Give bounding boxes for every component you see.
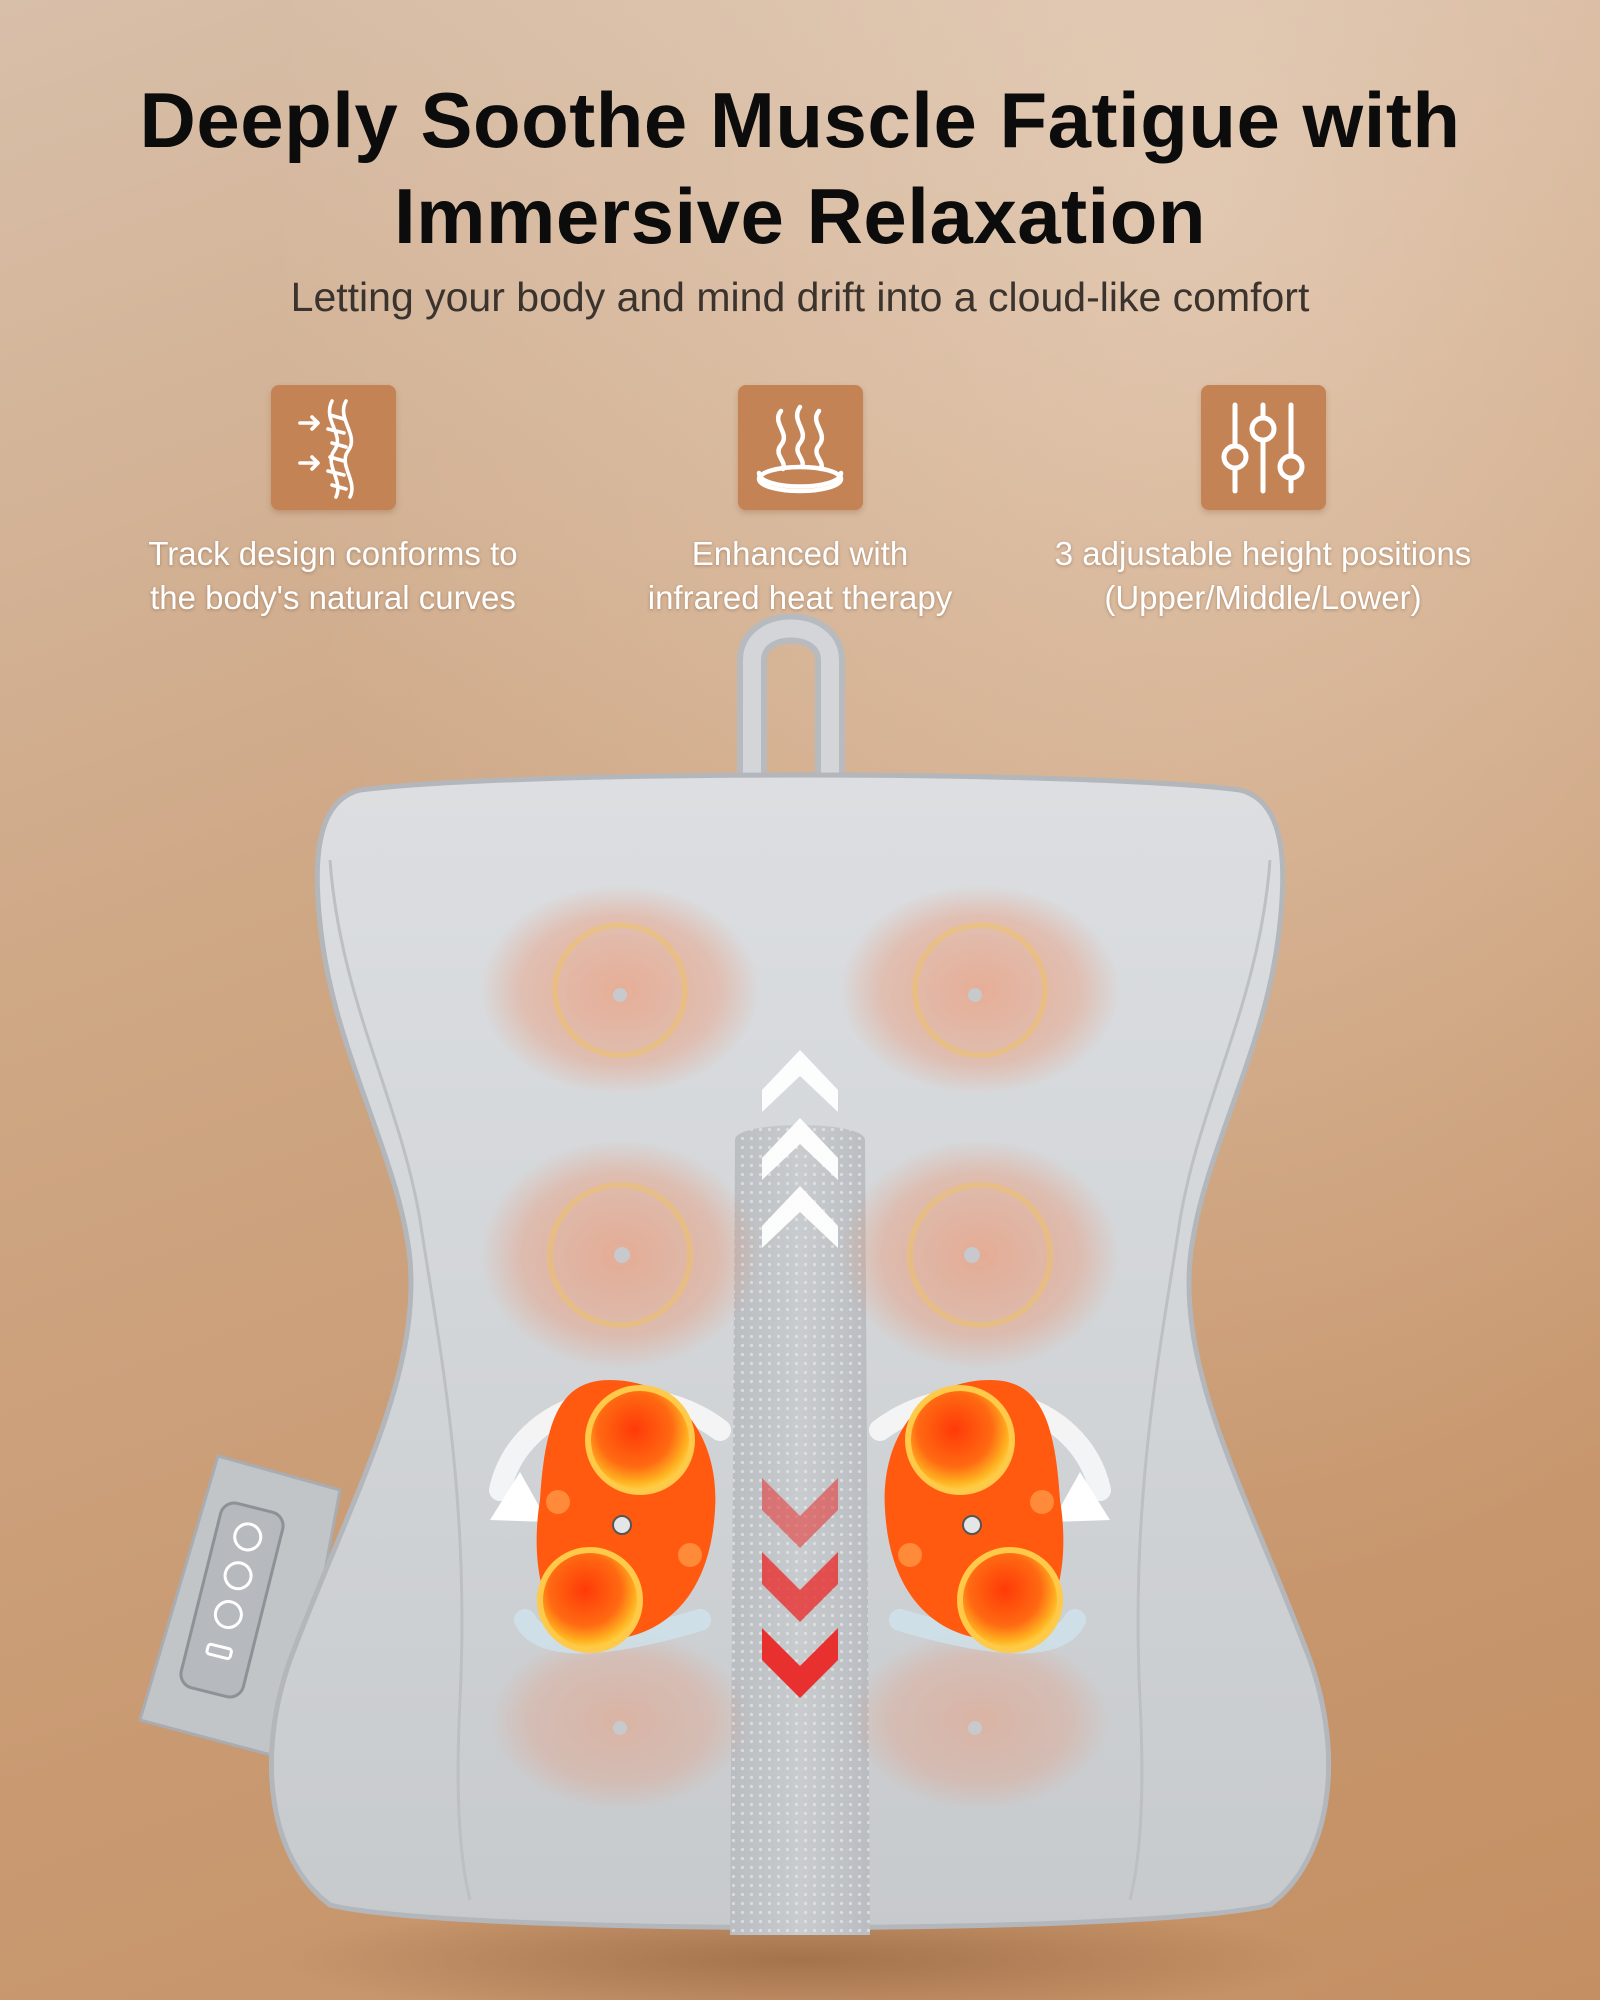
faded-nodes bbox=[480, 885, 1120, 1810]
feature-height-positions: 3 adjustable height positions (Upper/Mid… bbox=[1043, 385, 1483, 620]
feature-infrared-heat-text: Enhanced with infrared heat therapy bbox=[580, 532, 1020, 620]
feature-track-design-line-1: Track design conforms to bbox=[148, 535, 518, 572]
active-node-left bbox=[489, 1380, 731, 1654]
feature-height-positions-line-2: (Upper/Middle/Lower) bbox=[1104, 579, 1422, 616]
feature-height-positions-line-1: 3 adjustable height positions bbox=[1054, 535, 1472, 572]
subheadline: Letting your body and mind drift into a … bbox=[290, 274, 1310, 320]
headline-line-2: Immersive Relaxation bbox=[393, 172, 1207, 260]
feature-track-design-text: Track design conforms to the body's natu… bbox=[113, 532, 553, 620]
adjust-sliders-icon bbox=[1200, 385, 1326, 510]
heat-waves-icon bbox=[737, 385, 863, 510]
feature-infrared-heat: Enhanced with infrared heat therapy bbox=[580, 385, 1020, 620]
feature-infrared-heat-line-1: Enhanced with bbox=[691, 535, 909, 572]
feature-height-positions-text: 3 adjustable height positions (Upper/Mid… bbox=[1043, 532, 1483, 620]
feature-infrared-heat-line-2: infrared heat therapy bbox=[647, 579, 953, 616]
headline-line-1: Deeply Soothe Muscle Fatigue with bbox=[139, 76, 1461, 164]
headline: Deeply Soothe Muscle Fatigue with Immers… bbox=[60, 72, 1540, 264]
feature-track-design-line-2: the body's natural curves bbox=[150, 579, 516, 616]
feature-track-design: Track design conforms to the body's natu… bbox=[113, 385, 553, 620]
spine-curve-icon bbox=[270, 385, 396, 510]
active-node-right bbox=[869, 1380, 1111, 1654]
